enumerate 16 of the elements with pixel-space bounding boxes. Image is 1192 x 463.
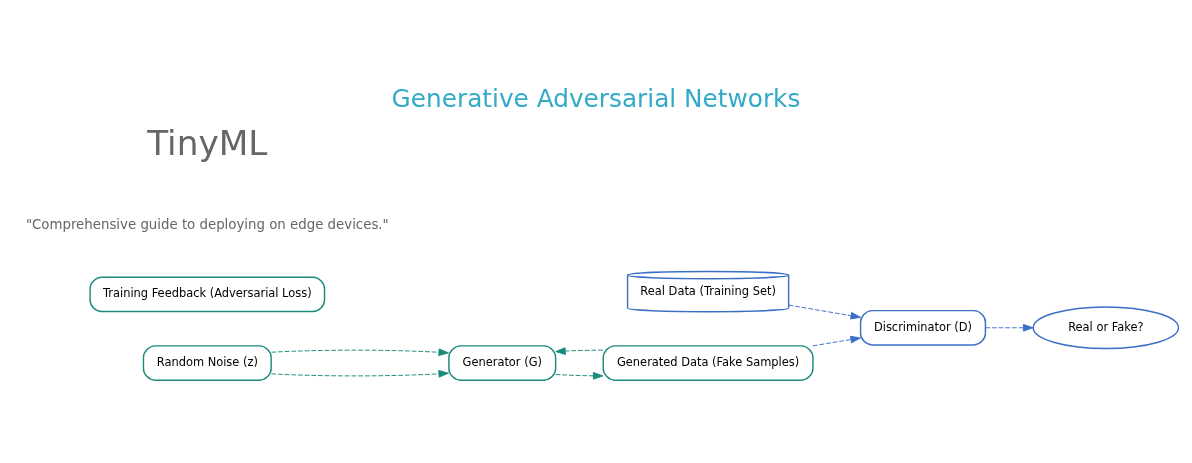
label: "Comprehensive guide to deploying on edge devices." [25, 216, 389, 232]
diagram-title: Generative Adversarial Networks [391, 83, 801, 113]
node-box: Generator (G) [448, 344, 557, 381]
arrow [788, 304, 861, 319]
node-box: Training Feedback (Adversarial Loss) [89, 276, 326, 312]
arrow [271, 369, 449, 378]
node-box: Discriminator (D) [859, 309, 987, 346]
arrow [555, 371, 604, 380]
label: TinyML [147, 122, 268, 163]
arrow [555, 346, 604, 355]
node-box: Random Noise (z) [142, 344, 272, 381]
arrow [812, 335, 861, 346]
arrow [271, 347, 449, 356]
node-ellipse: Real or Fake? [1032, 305, 1180, 349]
arrow [985, 323, 1034, 332]
node-box: Generated Data (Fake Samples) [602, 344, 814, 381]
